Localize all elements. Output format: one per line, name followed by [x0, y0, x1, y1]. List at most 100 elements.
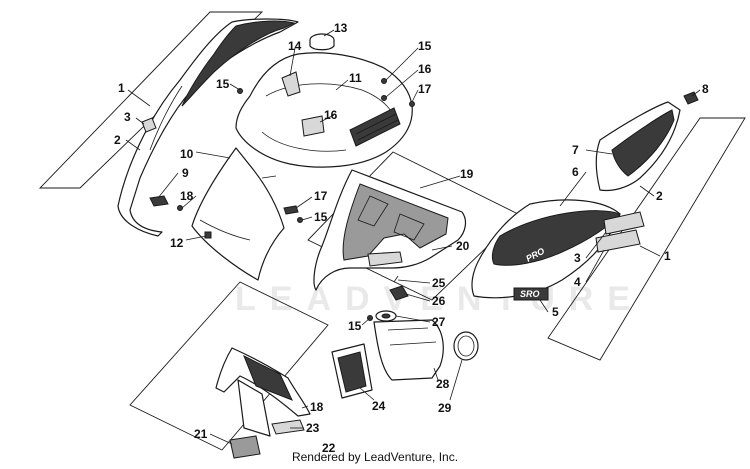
callout-13: 13: [334, 21, 348, 35]
fastener-8: [683, 91, 699, 105]
upper-hood-bracket-16: [301, 115, 325, 137]
callout-7: 7: [572, 143, 579, 157]
lower-bezel-bracket-21: [229, 435, 261, 459]
leader-21: [209, 433, 233, 445]
callout-2-left: 2: [114, 133, 121, 147]
callout-1-left: 1: [118, 81, 125, 95]
front-hood: [191, 147, 285, 281]
left-panel-crease: [149, 85, 183, 151]
leader-15-b: [385, 47, 419, 81]
callout-15-b: 15: [418, 39, 432, 53]
callout-29: 29: [438, 401, 452, 415]
leader-7: [585, 149, 613, 155]
left-panel-trim-stripe: [181, 20, 296, 107]
left-panel-decal-9: [149, 195, 169, 207]
filler-cap: [309, 33, 335, 51]
leader-10: [195, 151, 231, 159]
leader-2: [125, 139, 141, 151]
callout-10: 10: [180, 147, 194, 161]
intake-duct-body: [373, 319, 444, 381]
fastener-17-a: [409, 101, 415, 107]
hose-clamp-29-inner: [457, 335, 475, 357]
filler-cap-side: [309, 40, 335, 51]
callout-15-c: 15: [314, 210, 328, 224]
leader-6: [559, 171, 587, 207]
callout-18-b: 18: [310, 400, 324, 414]
leader-27: [395, 315, 431, 323]
leader-2-r: [639, 185, 655, 197]
callout-28: 28: [436, 377, 450, 391]
callout-16-b: 16: [418, 62, 432, 76]
callout-3-right: 3: [574, 251, 581, 265]
leader-20: [431, 245, 453, 251]
callout-1-right: 1: [664, 249, 671, 263]
upper-hood-vent-grille: [349, 107, 401, 147]
leader-9: [157, 172, 179, 199]
callout-26: 26: [432, 294, 446, 308]
callout-25: 25: [432, 276, 446, 290]
callout-15-d: 15: [348, 319, 362, 333]
right-panel-decal-4: [595, 229, 641, 253]
callout-15-a: 15: [216, 77, 230, 91]
leader-5: [539, 299, 549, 313]
leader-3: [135, 117, 145, 125]
lower-bezel-clip-23: [271, 419, 305, 435]
callout-11: 11: [349, 71, 362, 85]
left-panel-fastener-clip: [141, 117, 157, 133]
fastener-15-c: [297, 217, 303, 223]
leader-17-b: [295, 196, 313, 209]
leader-4-r: [585, 249, 605, 283]
callout-18-a: 18: [180, 189, 194, 203]
callouts: 1 2 3 9 18 10 12 14 13 15 11 16 15 16 17…: [114, 21, 709, 455]
front-hood-lower-panel: [191, 147, 285, 281]
frame-right-panel: [547, 117, 746, 361]
callout-27: 27: [432, 315, 446, 329]
callout-2-right: 2: [656, 189, 663, 203]
front-hood-slot: [261, 175, 277, 179]
callout-19: 19: [460, 167, 474, 181]
callout-4-right: 4: [574, 275, 581, 289]
left-side-panel: [117, 18, 299, 237]
callout-17-b: 17: [314, 189, 328, 203]
air-box-ribs: [357, 195, 425, 241]
footer-credit: Rendered by LeadVenture, Inc.: [291, 450, 459, 464]
upper-hood-bracket-14: [281, 71, 301, 97]
callout-17-a: 17: [418, 82, 432, 96]
leader-14: [289, 47, 296, 77]
connector-26: [389, 285, 409, 301]
leader-18-b: [301, 405, 309, 409]
leader-26: [405, 293, 431, 302]
right-side-panel-graphic: [491, 210, 621, 266]
frame-lower-bezel: [129, 281, 329, 451]
leader-3-r: [585, 231, 607, 259]
upper-hood: [235, 52, 413, 168]
callout-24: 24: [372, 399, 386, 413]
leader-12: [185, 235, 207, 241]
leader-1: [127, 89, 151, 107]
callout-23: 23: [306, 421, 320, 435]
leader-29: [449, 359, 463, 401]
air-box-outlet: [367, 251, 403, 267]
upper-hood-vent-slats: [355, 113, 399, 141]
lower-bezel: [215, 347, 311, 459]
fastener-15-a: [237, 88, 243, 94]
callout-12: 12: [170, 236, 184, 250]
lower-bezel-face: [237, 379, 271, 437]
right-panel-badge-text: SRO: [520, 289, 540, 299]
leader-8: [691, 89, 701, 97]
frame-left-panel: [38, 11, 264, 189]
fastener-17-b: [283, 205, 299, 215]
intake-duct: [331, 319, 479, 399]
callout-5: 5: [552, 305, 559, 319]
front-hood-emblem-mount: [204, 231, 212, 239]
callout-16-a: 16: [324, 108, 338, 122]
callout-9: 9: [182, 166, 189, 180]
intake-duct-lines: [387, 327, 437, 346]
leader-15-c: [301, 216, 313, 221]
leader-18-a: [181, 195, 197, 209]
leader-17-a: [411, 89, 419, 103]
intake-duct-flange-opening: [337, 351, 367, 393]
leader-15-d: [361, 317, 371, 326]
leader-16-b: [385, 69, 419, 98]
